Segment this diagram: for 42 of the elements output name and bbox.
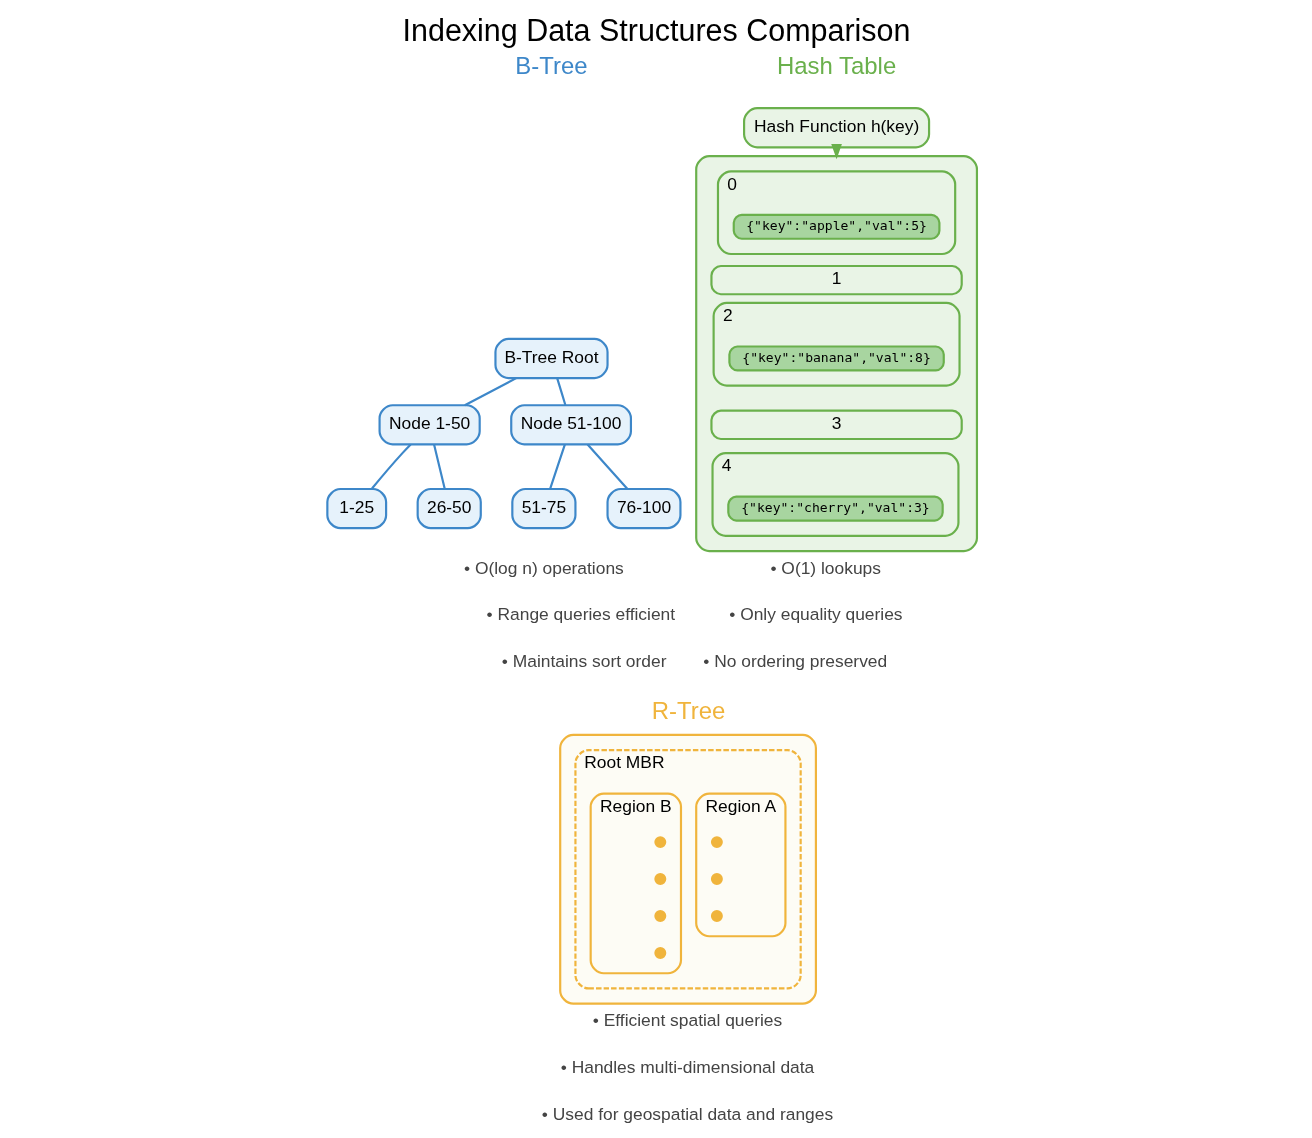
connector <box>586 443 628 490</box>
node-box: 76-100 <box>605 487 682 530</box>
node-box: {"key":"apple","val":5} <box>732 213 940 240</box>
cluster <box>694 155 978 553</box>
node-circle <box>710 836 723 849</box>
diagram-title: Indexing Data Structures Comparison <box>402 13 910 48</box>
cluster: Region B <box>589 792 682 975</box>
connector <box>463 377 517 407</box>
cluster <box>558 733 817 1005</box>
node-box: 3 <box>709 409 963 441</box>
label: • No ordering preserved <box>702 651 887 672</box>
node-box: 26-50 <box>416 487 482 530</box>
node-box: 51-75 <box>510 487 577 530</box>
cluster: Region A <box>694 792 787 938</box>
node-box: 1 <box>709 264 963 296</box>
node-circle <box>653 873 666 886</box>
node-box: {"key":"banana","val":8} <box>727 345 945 372</box>
label: • Only equality queries <box>728 604 903 625</box>
label: B-Tree <box>514 52 588 80</box>
label: • Used for geospatial data and ranges <box>541 1103 833 1124</box>
label: R-Tree <box>651 697 725 725</box>
connector <box>370 443 411 490</box>
label: • Handles multi-dimensional data <box>560 1057 814 1078</box>
label: • O(1) lookups <box>769 557 881 578</box>
node-box: 1-25 <box>325 487 387 530</box>
connector <box>432 444 446 490</box>
label: • Efficient spatial queries <box>592 1010 782 1031</box>
label: • Maintains sort order <box>501 651 666 672</box>
node-circle <box>653 836 666 849</box>
label: • Range queries efficient <box>486 604 675 625</box>
node-circle <box>710 910 723 923</box>
connector <box>555 377 566 406</box>
node-box: {"key":"cherry","val":3} <box>726 495 944 522</box>
label: Hash Table <box>776 52 896 80</box>
node-circle <box>710 873 723 886</box>
node-box: Node 1-50 <box>378 404 481 446</box>
node-box: Node 51-100 <box>509 404 632 446</box>
label: • O(log n) operations <box>463 557 624 578</box>
node-box: B-Tree Root <box>493 337 609 380</box>
node-circle <box>653 910 666 923</box>
connector <box>548 444 566 490</box>
node-circle <box>653 947 666 960</box>
